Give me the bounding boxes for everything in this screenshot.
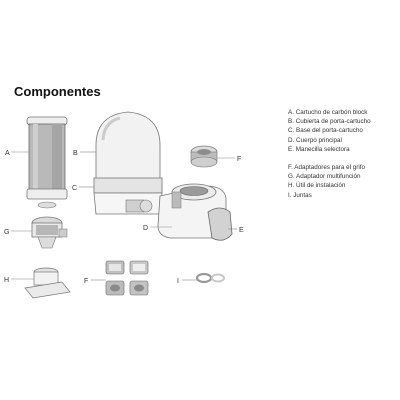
installation-tool [24,267,71,299]
legend-item-e: E. Manecilla selectora [288,145,350,153]
legend-item-g: G. Adaptador multifunción [288,173,361,181]
legend-item-b: B. Cubierta de porta-cartucho [288,118,371,126]
tap-adapters-set [105,260,149,296]
legend-item-f: F. Adaptadores para el grifo [288,164,366,172]
callout-c: C [72,185,77,192]
multifunction-adapter [31,216,68,249]
callout-i: I [177,278,179,285]
callout-h: H [4,277,9,284]
callout-f-top: F [237,156,241,163]
callout-e: E [239,227,244,234]
legend-item-c: C. Base del porta-cartucho [288,127,363,135]
seals [195,272,225,284]
callout-a: A [5,150,10,157]
legend-item-i: I. Juntas [288,191,312,199]
legend-item-d: D. Cuerpo principal [288,136,342,144]
components-legend: A. Cartucho de carbón block B. Cubierta … [288,108,398,200]
callout-f-bottom: F [84,278,88,285]
legend-item-a: A. Cartucho de carbón block [288,109,368,116]
callout-g: G [4,229,9,236]
callout-b: B [73,150,78,157]
main-body [157,183,233,241]
cartridge-housing [93,111,163,215]
tap-adapter-large [190,145,218,168]
legend-spacer [288,154,398,163]
diagram-title: Componentes [14,84,101,99]
callout-d: D [143,225,148,232]
carbon-block-cartridge [26,116,68,209]
legend-item-h: H. Útil de instalación [288,182,346,190]
